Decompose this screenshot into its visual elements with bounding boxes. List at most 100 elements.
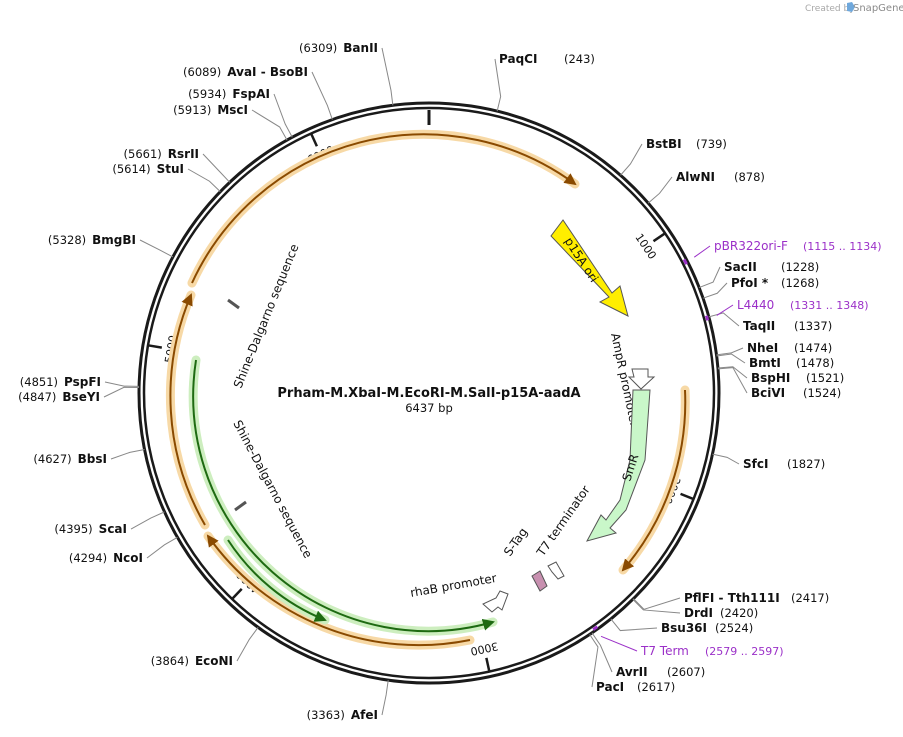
site-label[interactable]: PaqCI(243): [499, 52, 595, 66]
site-label[interactable]: ScaI (4395): [54, 522, 127, 536]
site-label[interactable]: BanII (6309): [299, 41, 378, 55]
site-label[interactable]: BseYI(4847): [18, 390, 100, 404]
feature-smr[interactable]: [586, 389, 651, 542]
site-position: (3363): [307, 708, 345, 722]
primer-leader-1: [716, 304, 734, 316]
site-name: Bsu36I: [661, 621, 707, 635]
primer-position: (1115 .. 1134): [803, 240, 882, 253]
site-leader-11: [633, 597, 681, 610]
feature-rhab-promoter[interactable]: [482, 590, 509, 613]
site-leader-29: [381, 47, 394, 106]
site-name: BmgBI: [92, 233, 136, 247]
site-name: RsrII: [168, 147, 199, 161]
site-label[interactable]: DrdI(2420): [684, 606, 758, 620]
site-position: (5661): [124, 147, 162, 161]
site-label[interactable]: SacII(1228): [724, 260, 819, 274]
site-position: (4395): [54, 522, 92, 536]
site-position: (878): [734, 170, 765, 184]
feature-ampr-promoter[interactable]: [627, 368, 656, 390]
orf-arc-bottom-line: [206, 534, 471, 647]
site-position: (1268): [781, 276, 819, 290]
site-name: PaqCI: [499, 52, 537, 66]
site-label[interactable]: BstBI (739): [646, 137, 727, 151]
site-label[interactable]: EcoNI(3864): [151, 654, 233, 668]
site-label[interactable]: PspFI(4851): [20, 375, 101, 389]
restriction-sites: PaqCI(243) BstBI (739) AlwNI(878) SacII(1228…: [18, 41, 844, 722]
site-label[interactable]: StuI(5614): [112, 162, 184, 176]
site-name: ScaI: [99, 522, 127, 536]
site-label[interactable]: FspAI(5934): [188, 87, 270, 101]
site-label[interactable]: Bsu36I(2524): [661, 621, 753, 635]
site-label[interactable]: BspHI(1521): [751, 371, 844, 385]
site-name: BanII: [343, 41, 378, 55]
primer-name[interactable]: L4440: [737, 298, 774, 312]
site-label[interactable]: BmgBI(5328): [48, 233, 136, 247]
site-position: (2607): [667, 665, 705, 679]
site-position: (2417): [791, 591, 829, 605]
site-position: (739): [696, 137, 727, 151]
feature-t7-terminator[interactable]: [547, 561, 565, 580]
tick-3000: [485, 657, 491, 672]
site-label[interactable]: PfoI *(1268): [731, 276, 819, 290]
site-label[interactable]: SfcI(1827): [743, 457, 825, 471]
site-label[interactable]: AfeI (3363): [307, 708, 378, 722]
primer-name[interactable]: T7 Term: [640, 644, 689, 658]
site-name: AfeI: [351, 708, 378, 722]
site-label[interactable]: AlwNI(878): [676, 170, 765, 184]
site-leader-14: [591, 632, 613, 673]
site-label[interactable]: PflFI - Tth111I(2417): [684, 591, 829, 605]
primer-sites: pBR322ori-F(1115 .. 1134)L4440(1331 .. 1…: [592, 239, 882, 658]
plasmid-name: Prham-M.XbaI-M.EcoRI-M.SalI-p15A-aadA: [277, 386, 580, 401]
site-leader-12: [632, 598, 681, 614]
snapgene-logo-icon: [847, 2, 855, 12]
feature-s-tag[interactable]: [531, 570, 548, 592]
primer-mark-0[interactable]: [682, 258, 688, 265]
site-leader-21: [103, 386, 140, 398]
site-position: (1228): [781, 260, 819, 274]
site-label[interactable]: AvaI - BsoBI (6089): [183, 65, 308, 79]
site-name: BmtI: [749, 356, 781, 370]
site-leader-25: [202, 153, 231, 183]
site-label[interactable]: BmtI(1478): [749, 356, 834, 370]
tick-4000: [231, 588, 243, 600]
orf-green-inner-line: [227, 539, 327, 622]
site-position: (2617): [637, 680, 675, 694]
site-name: NcoI: [113, 551, 143, 565]
feature-p15a-ori-label: p15A ori: [562, 235, 601, 285]
site-name: StuI: [157, 162, 184, 176]
primer-name[interactable]: pBR322ori-F: [714, 239, 788, 253]
feature-rbs-2[interactable]: [234, 500, 247, 512]
site-name: AvaI - BsoBI: [227, 65, 308, 79]
site-label[interactable]: BciVI(1524): [751, 386, 841, 400]
site-leader-10: [712, 453, 740, 465]
site-leader-9: [717, 367, 748, 394]
primer-mark-1[interactable]: [704, 315, 710, 321]
site-leader-17: [236, 627, 259, 662]
site-position: (3864): [151, 654, 189, 668]
orf-arc-right-line: [621, 389, 687, 572]
feature-rbs-1[interactable]: [227, 298, 240, 310]
site-label[interactable]: NcoI(4294): [69, 551, 143, 565]
site-position: (6089): [183, 65, 221, 79]
tick-1000: [652, 232, 666, 243]
site-name: SfcI: [743, 457, 768, 471]
site-position: (6309): [299, 41, 337, 55]
feature-p15a-ori[interactable]: [550, 219, 629, 317]
site-leader-7: [716, 353, 746, 364]
site-label[interactable]: MscI(5913): [173, 103, 248, 117]
site-label[interactable]: PacI(2617): [596, 680, 675, 694]
site-label[interactable]: AvrII(2607): [616, 665, 705, 679]
credit-text: Created by: [805, 4, 855, 14]
site-leader-24: [187, 168, 221, 193]
site-leader-1: [620, 143, 643, 176]
site-label[interactable]: TaqII(1337): [743, 319, 832, 333]
site-leader-18: [146, 536, 178, 559]
site-label[interactable]: NheI(1474): [747, 341, 832, 355]
site-name: NheI: [747, 341, 778, 355]
site-leader-4: [702, 282, 728, 299]
site-label[interactable]: RsrII (5661): [124, 147, 199, 161]
site-name: BstBI: [646, 137, 682, 151]
site-label[interactable]: BbsI(4627): [33, 452, 107, 466]
primer-mark-2[interactable]: [592, 625, 599, 631]
site-leader-3: [698, 266, 721, 289]
